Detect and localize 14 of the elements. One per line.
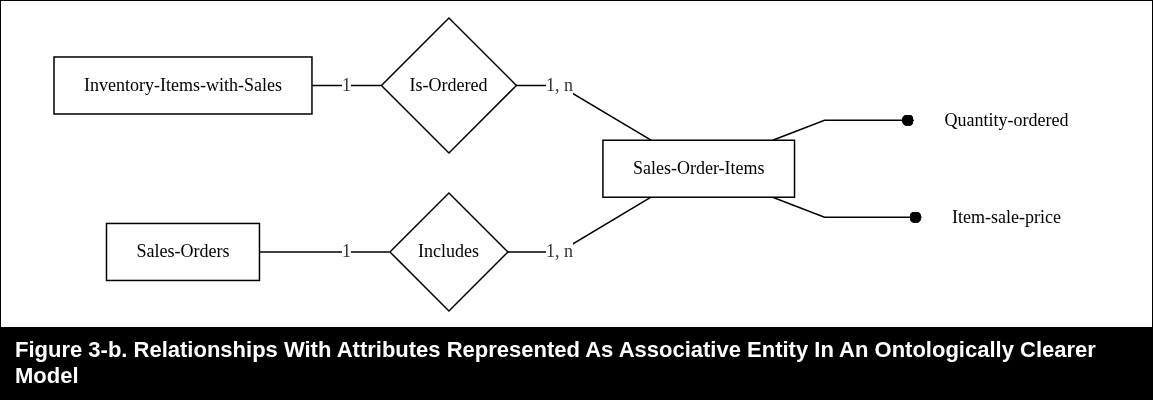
node-box: Sales-Orders <box>106 222 261 281</box>
edge-label: 1 <box>342 74 352 95</box>
connector <box>772 196 924 223</box>
figure-caption: Figure 3-b. Relationships With Attributes Represented As Associative Entity In An Ontologically Clearer Model <box>1 327 1152 399</box>
node-text: Quantity-ordered <box>944 109 1069 130</box>
node-box: Sales-Order-Items <box>602 139 796 198</box>
edge-label: 1, n <box>546 74 574 95</box>
edge-label: 1, n <box>546 240 574 261</box>
node-diamond: Is-Ordered <box>380 16 518 154</box>
edge-label: 1 <box>342 240 352 261</box>
node-text: Item-sale-price <box>952 206 1062 227</box>
node-box: Inventory-Items-with-Sales <box>53 55 313 115</box>
node-diamond: Includes <box>389 191 510 312</box>
connector <box>259 250 391 253</box>
